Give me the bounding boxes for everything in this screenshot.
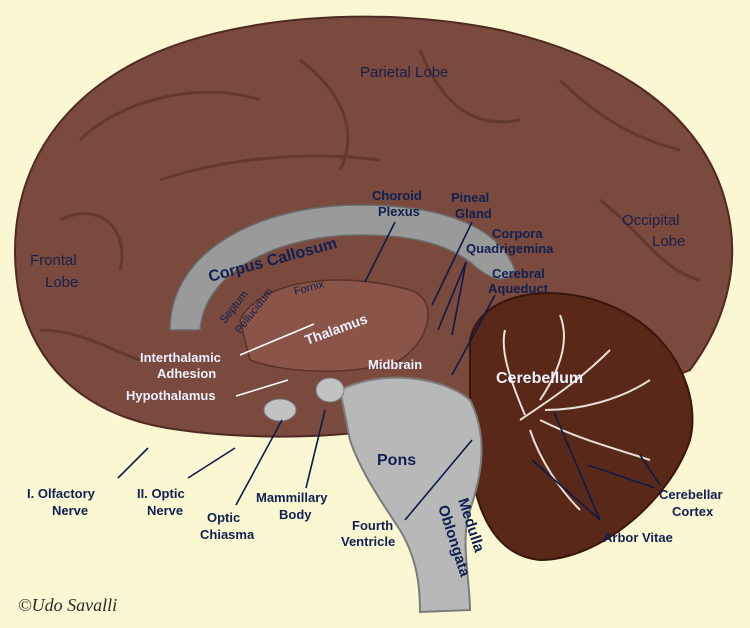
label-frontal-lobe-1: Frontal (30, 252, 77, 269)
label-choroid-1: Choroid (372, 188, 422, 203)
label-optic-nerve-2: Nerve (147, 503, 183, 518)
label-corpora-2: Quadrigemina (466, 241, 554, 256)
corpus-callosum-shape (169, 204, 516, 331)
cerebellum-shape (469, 292, 694, 562)
label-midbrain: Midbrain (368, 357, 422, 372)
label-frontal-lobe-2: Lobe (45, 274, 78, 291)
label-parietal-lobe: Parietal Lobe (360, 64, 448, 81)
label-olfactory-2: Nerve (52, 503, 88, 518)
label-aqueduct-1: Cerebral (492, 266, 545, 281)
label-hypothalamus: Hypothalamus (126, 388, 216, 403)
mammillary-shape (315, 377, 345, 403)
label-optic-nerve-1: II. Optic (137, 486, 185, 501)
label-aqueduct-2: Aqueduct (488, 281, 549, 296)
label-chiasma-1: Optic (207, 510, 240, 525)
label-interthalamic-1: Interthalamic (140, 350, 221, 365)
label-fourth-ventricle-2: Ventricle (341, 534, 395, 549)
arbor-vitae-shape (502, 314, 651, 511)
label-fourth-ventricle-1: Fourth (352, 518, 393, 533)
label-pineal-1: Pineal (451, 190, 489, 205)
label-mammillary-2: Body (279, 507, 312, 522)
label-occipital-lobe-1: Occipital (622, 212, 680, 229)
label-pons: Pons (377, 452, 416, 469)
label-cerebellar-cortex-1: Cerebellar (659, 487, 723, 502)
optic-chiasma-shape (263, 398, 297, 422)
brainstem-shape (338, 376, 483, 614)
credit-text: ©Udo Savalli (18, 595, 117, 615)
label-choroid-2: Plexus (378, 204, 420, 219)
label-chiasma-2: Chiasma (200, 527, 255, 542)
label-corpora-1: Corpora (492, 226, 543, 241)
label-cerebellar-cortex-2: Cortex (672, 504, 714, 519)
label-olfactory-1: I. Olfactory (27, 486, 96, 501)
label-mammillary-1: Mammillary (256, 490, 328, 505)
label-occipital-lobe-2: Lobe (652, 233, 685, 250)
pointer-lines (117, 221, 661, 521)
label-cerebellum: Cerebellum (496, 370, 583, 387)
label-arbor-vitae: Arbor Vitae (603, 530, 673, 545)
label-interthalamic-2: Adhesion (157, 366, 216, 381)
thalamus-shape (239, 279, 429, 372)
gyri-lines (39, 49, 701, 362)
label-pineal-2: Gland (455, 206, 492, 221)
